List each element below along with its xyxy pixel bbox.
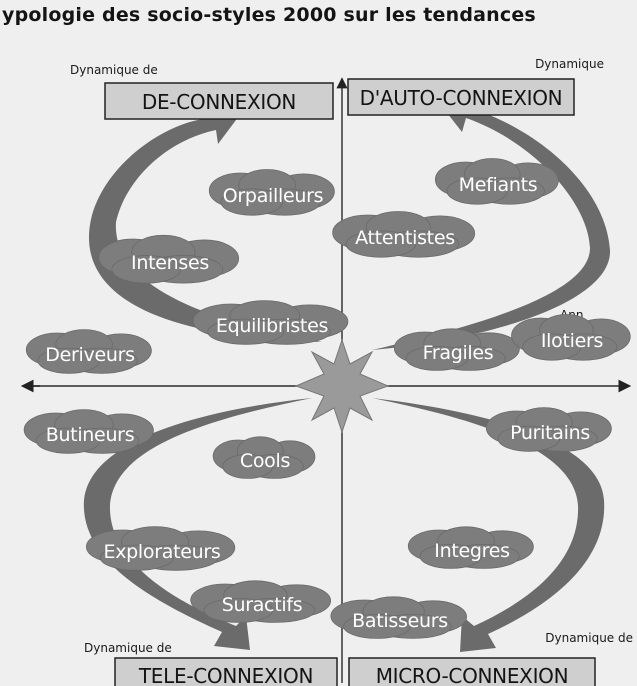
cloud-ilotiers: Ilotiers <box>511 314 631 361</box>
page-title: ypologie des socio-styles 2000 sur les t… <box>2 4 536 26</box>
cloud-label-mefiants: Mefiants <box>459 174 538 196</box>
cloud-label-cools: Cools <box>240 450 290 472</box>
arrow-micro-connexion <box>372 398 605 652</box>
box-de-connexion: Dynamique de DE-CONNEXION <box>70 63 334 120</box>
cloud-suractifs: Suractifs <box>190 580 332 623</box>
box-auto-connexion: Dynamique D'AUTO-CONNEXION <box>347 57 604 116</box>
socio-style-clouds: Orpailleurs MefiantsAttentistesIntensesEq… <box>23 158 631 639</box>
box-label-micro-connexion: MICRO-CONNEXION <box>376 664 569 686</box>
cloud-label-intenses: Intenses <box>131 252 209 274</box>
center-star <box>294 338 390 434</box>
cloud-label-batisseurs: Batisseurs <box>352 610 448 632</box>
cloud-intenses: Intenses <box>98 234 240 284</box>
cloud-integres: Integres <box>407 526 534 569</box>
cloud-batisseurs: Batisseurs <box>330 596 467 639</box>
cloud-label-explorateurs: Explorateurs <box>104 541 221 563</box>
cloud-butineurs: Butineurs <box>23 409 154 454</box>
cloud-fragiles: Fragiles <box>393 328 520 371</box>
dynamique-label-bottom-right: Dynamique de <box>545 631 633 645</box>
box-label-de-connexion: DE-CONNEXION <box>142 90 296 114</box>
arrow-auto-connexion <box>372 92 611 350</box>
cloud-orpailleurs: Orpailleurs <box>208 169 335 216</box>
cloud-label-butineurs: Butineurs <box>46 424 135 446</box>
box-micro-connexion: Dynamique de MICRO-CONNEXION <box>348 631 633 686</box>
cloud-mefiants: Mefiants <box>434 158 559 205</box>
cloud-cools: Cools <box>212 436 316 479</box>
cloud-attentistes: Attentistes <box>332 211 476 258</box>
box-tele-connexion: Dynamique de TELE-CONNEXION <box>84 641 338 686</box>
cloud-label-integres: Integres <box>434 540 509 562</box>
cloud-label-orpailleurs: Orpailleurs <box>223 185 323 207</box>
cloud-deriveurs: Deriveurs <box>25 329 152 374</box>
cloud-label-puritains: Puritains <box>510 422 590 444</box>
cloud-label-attentistes: Attentistes <box>355 227 455 249</box>
cloud-explorateurs: Explorateurs <box>86 526 236 571</box>
cloud-label-equilibristes: Equilibristes <box>216 315 328 337</box>
box-label-tele-connexion: TELE-CONNEXION <box>138 664 313 686</box>
dynamique-label-top-right: Dynamique <box>535 57 604 71</box>
cloud-label-suractifs: Suractifs <box>222 594 303 616</box>
cloud-puritains: Puritains <box>485 407 612 452</box>
dynamique-label-bottom-left: Dynamique de <box>84 641 172 655</box>
cloud-equilibristes: Equilibristes <box>192 300 349 345</box>
cloud-label-ilotiers: Ilotiers <box>541 330 603 352</box>
arrow-tele-connexion <box>83 398 312 650</box>
dynamique-label-top-left: Dynamique de <box>70 63 158 77</box>
box-label-auto-connexion: D'AUTO-CONNEXION <box>360 86 563 110</box>
cloud-label-fragiles: Fragiles <box>423 342 494 364</box>
cloud-label-deriveurs: Deriveurs <box>45 344 134 366</box>
